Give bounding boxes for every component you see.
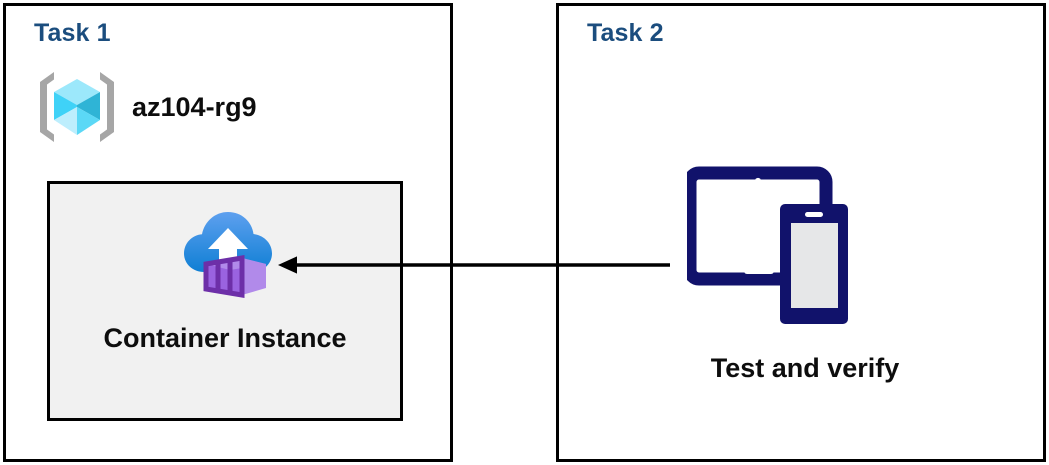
panel-task-1: Task 1 az104-rg9 [3,3,453,462]
test-and-verify-label: Test and verify [710,353,900,383]
resource-group-label: az104-rg9 [132,91,257,122]
panel-task-2: Task 2 Test and verify [556,3,1046,462]
resource-group-icon [40,72,114,142]
devices-icon [687,166,848,324]
task-2-title: Task 2 [587,19,664,47]
container-instance-box: Container Instance [47,181,403,421]
container-instance-icon [184,212,272,298]
task-1-title: Task 1 [34,19,111,47]
container-instance-label: Container Instance [103,323,347,353]
resource-group-row: az104-rg9 [36,64,336,150]
